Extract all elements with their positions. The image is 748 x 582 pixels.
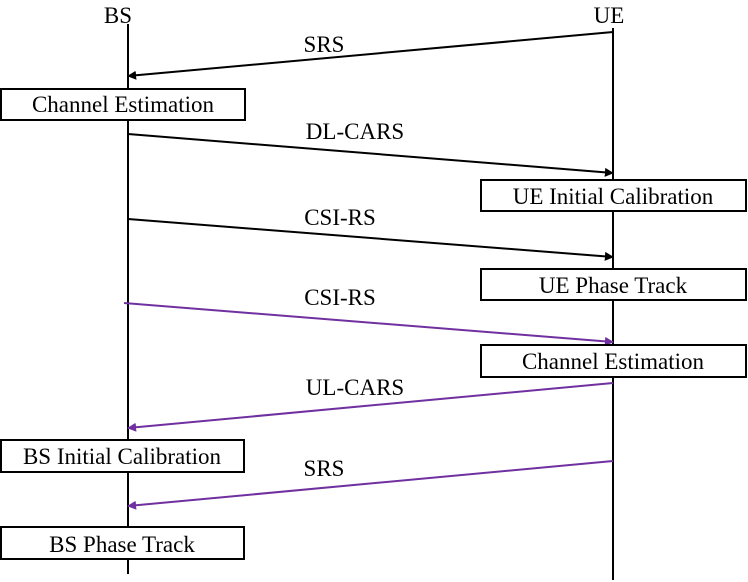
step-ue-phase-track-box bbox=[480, 268, 747, 301]
message-csi-rs-purple-arrow bbox=[123, 302, 614, 346]
actor-bs-label: BS bbox=[104, 3, 132, 28]
message-dl-cars: DL-CARS bbox=[127, 119, 614, 177]
message-csi-rs-black: CSI-RS bbox=[127, 205, 614, 261]
step-ue-phase-track: UE Phase Track bbox=[480, 268, 747, 301]
step-ue-channel-estimation-box bbox=[480, 344, 747, 378]
message-srs-purple-arrow bbox=[127, 460, 614, 510]
step-ue-channel-estimation: Channel Estimation bbox=[480, 344, 747, 378]
step-bs-phase-track: BS Phase Track bbox=[0, 526, 245, 560]
step-bs-initial-calibration-box bbox=[0, 439, 245, 473]
message-csi-rs-black-label: CSI-RS bbox=[304, 205, 376, 230]
step-bs-phase-track-label: BS Phase Track bbox=[49, 532, 195, 557]
message-ul-cars-label: UL-CARS bbox=[306, 375, 404, 400]
step-bs-initial-calibration: BS Initial Calibration bbox=[0, 439, 245, 473]
message-csi-rs-black-arrow bbox=[127, 218, 614, 261]
step-bs-channel-estimation-box bbox=[0, 88, 246, 121]
message-srs-purple-label: SRS bbox=[304, 456, 345, 481]
step-ue-initial-calibration-label: UE Initial Calibration bbox=[513, 184, 714, 209]
message-csi-rs-purple-label: CSI-RS bbox=[304, 285, 376, 310]
step-ue-initial-calibration-box bbox=[480, 179, 747, 212]
actor-ue-label: UE bbox=[594, 3, 625, 28]
message-srs-arrow bbox=[127, 31, 614, 80]
message-csi-rs-purple: CSI-RS bbox=[123, 285, 614, 346]
step-bs-phase-track-box bbox=[0, 526, 245, 560]
message-dl-cars-label: DL-CARS bbox=[306, 119, 404, 144]
message-dl-cars-arrow bbox=[127, 133, 614, 177]
step-ue-phase-track-label: UE Phase Track bbox=[539, 273, 688, 298]
message-ul-cars: UL-CARS bbox=[127, 375, 614, 432]
step-bs-channel-estimation: Channel Estimation bbox=[0, 88, 246, 121]
step-ue-channel-estimation-label: Channel Estimation bbox=[522, 349, 705, 374]
step-bs-initial-calibration-label: BS Initial Calibration bbox=[23, 444, 222, 469]
message-srs-label: SRS bbox=[304, 32, 345, 57]
step-ue-initial-calibration: UE Initial Calibration bbox=[480, 179, 747, 212]
message-srs: SRS bbox=[127, 31, 614, 80]
step-bs-channel-estimation-label: Channel Estimation bbox=[32, 92, 215, 117]
message-ul-cars-arrow bbox=[127, 382, 614, 432]
message-srs-purple: SRS bbox=[127, 456, 614, 510]
